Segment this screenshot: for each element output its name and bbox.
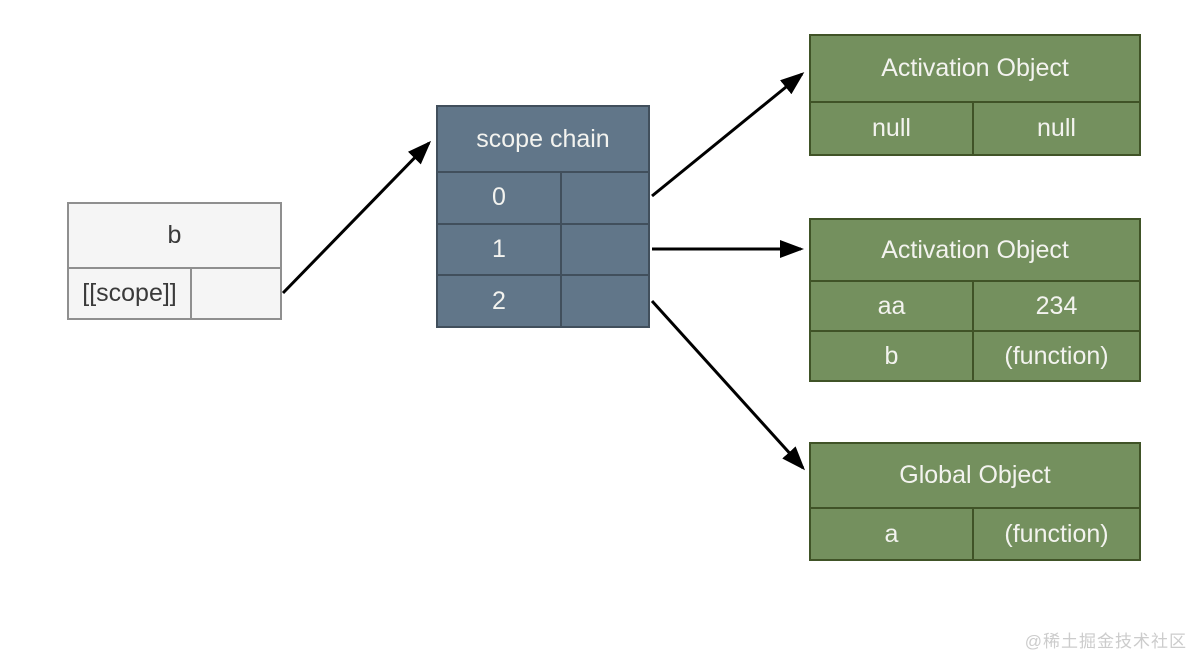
scope-chain-box: scope chain 0 1 2 xyxy=(436,105,650,328)
scope-chain-index-2: 2 xyxy=(438,276,562,327)
variable-box-title: b xyxy=(167,221,182,249)
scope-chain-title: scope chain xyxy=(476,124,610,153)
activation-object-2-key-b: b xyxy=(811,332,974,380)
variable-box-row: [[scope]] xyxy=(69,267,280,318)
variable-box-scope-key: [[scope]] xyxy=(69,269,192,318)
activation-object-2-row-aa: aa 234 xyxy=(811,280,1139,330)
scope-chain-value-0 xyxy=(562,173,648,223)
arrow-variable-to-scope-chain xyxy=(281,140,432,295)
scope-chain-value-1 xyxy=(562,225,648,275)
activation-object-2-key-aa: aa xyxy=(811,282,974,330)
scope-chain-row-2: 2 xyxy=(438,274,648,327)
variable-box-scope-value xyxy=(192,269,280,318)
activation-object-2-row-b: b (function) xyxy=(811,330,1139,380)
global-object-box: Global Object a (function) xyxy=(809,442,1141,561)
global-object-key: a xyxy=(811,509,974,559)
global-object-value: (function) xyxy=(1004,519,1109,548)
arrow-scope2-to-global-object xyxy=(650,299,806,471)
scope-chain-index-1: 1 xyxy=(438,224,562,275)
scope-chain-index-0: 0 xyxy=(438,173,562,223)
activation-object-1-title: Activation Object xyxy=(881,54,1069,82)
activation-object-1-value: null xyxy=(1037,114,1076,142)
scope-chain-row-0: 0 xyxy=(438,171,648,223)
variable-box: b [[scope]] xyxy=(67,202,282,320)
activation-object-2-box: Activation Object aa 234 b (function) xyxy=(809,218,1141,382)
activation-object-2-title: Activation Object xyxy=(881,235,1069,264)
scope-chain-row-1: 1 xyxy=(438,222,648,275)
activation-object-1-row: null null xyxy=(811,101,1139,154)
activation-object-2-value-aa: 234 xyxy=(1035,291,1078,320)
arrow-scope0-to-activation-object-1 xyxy=(651,72,805,198)
scope-chain-value-2 xyxy=(562,276,648,326)
activation-object-2-value-b: (function) xyxy=(1004,341,1109,370)
watermark: @稀土掘金技术社区 xyxy=(1024,632,1187,651)
global-object-title: Global Object xyxy=(899,461,1051,489)
activation-object-1-box: Activation Object null null xyxy=(809,34,1141,156)
activation-object-1-key: null xyxy=(811,103,974,154)
global-object-row: a (function) xyxy=(811,507,1139,559)
